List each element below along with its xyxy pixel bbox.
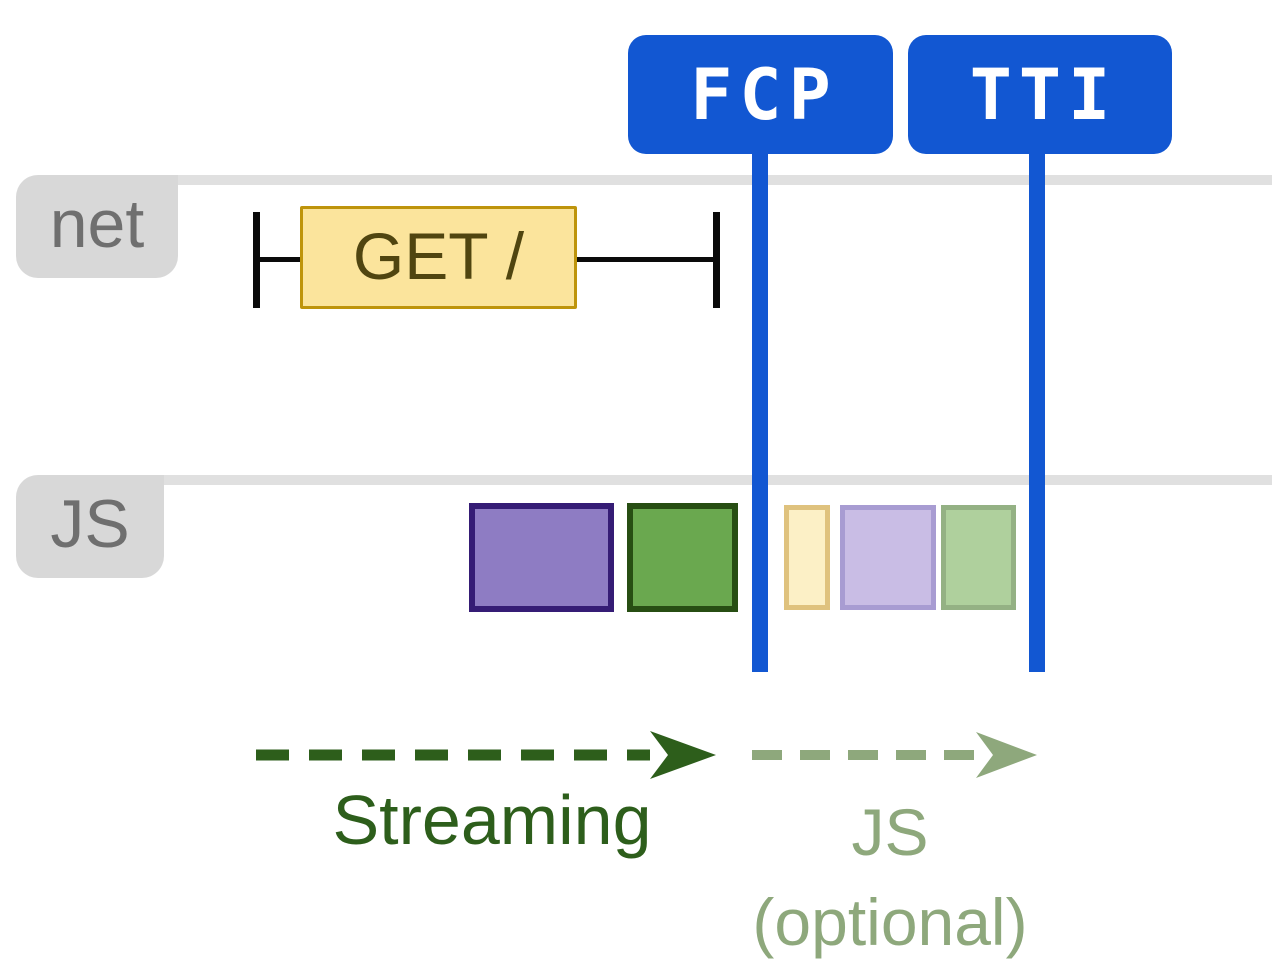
request-start-connector	[257, 257, 303, 262]
request-start-cap	[253, 212, 260, 308]
js-phase-label-main: JS	[851, 795, 929, 869]
fcp-marker-line	[752, 145, 768, 672]
js-track-tab: JS	[16, 475, 164, 578]
js-task-pale-green-block	[941, 505, 1016, 610]
tti-badge: TTI	[908, 35, 1172, 154]
net-track-line	[130, 175, 1272, 185]
network-request-box: GET /	[300, 206, 577, 309]
streaming-phase-arrow	[256, 731, 716, 779]
request-end-cap	[713, 212, 720, 308]
js-task-pale-yellow-block	[784, 505, 830, 610]
js-track-line	[130, 475, 1272, 485]
js-task-pale-purple-block	[840, 505, 936, 610]
net-track-label: net	[49, 185, 145, 262]
js-phase-arrow	[752, 732, 1037, 778]
js-phase-label: JS (optional)	[700, 787, 1080, 968]
fcp-badge: FCP	[628, 35, 893, 154]
js-phase-label-sub: (optional)	[752, 885, 1028, 960]
js-task-purple-block	[469, 503, 614, 612]
js-track-label: JS	[50, 485, 130, 562]
network-request-label: GET /	[352, 218, 525, 293]
request-end-connector	[574, 257, 716, 262]
net-track-tab: net	[16, 175, 178, 278]
tti-marker-line	[1029, 145, 1045, 672]
streaming-phase-label: Streaming	[332, 781, 652, 859]
js-task-green-block	[627, 503, 738, 612]
